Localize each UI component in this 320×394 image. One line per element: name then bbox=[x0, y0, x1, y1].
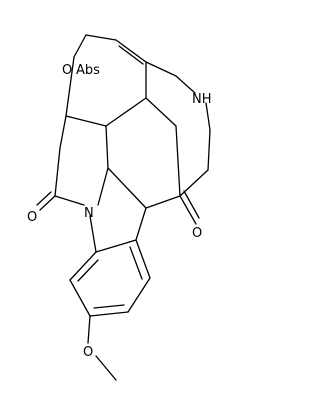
bond-nh-ch2 bbox=[205, 102, 211, 131]
bond-ch-quat bbox=[107, 167, 147, 209]
bond-ar-2 bbox=[135, 239, 151, 279]
bond-ch2-o bbox=[73, 34, 87, 58]
bond-ar-1 bbox=[95, 239, 137, 253]
bond-amide-c-n bbox=[54, 195, 85, 206]
bond-ar-6-inner bbox=[77, 259, 99, 282]
atom-abs-label: Abs bbox=[76, 63, 100, 78]
cage-bonds bbox=[36, 97, 200, 253]
bond-ch2-ch2-right bbox=[207, 129, 211, 171]
atom-labels: O Abs NH O O N O bbox=[27, 63, 212, 360]
bond-ar-4 bbox=[89, 311, 129, 317]
bond-quat-aryl bbox=[135, 207, 147, 241]
methoxy-bonds bbox=[87, 315, 117, 381]
bond-ch-ch2-mid bbox=[145, 97, 177, 127]
benzene-ring-bonds bbox=[69, 239, 151, 317]
bond-ar-4-inner bbox=[93, 304, 125, 309]
bond-ch-ch2-left bbox=[59, 115, 67, 149]
bond-ch-ch-left bbox=[65, 115, 107, 127]
bond-n-aryl bbox=[89, 215, 97, 253]
bond-ch-ch-top bbox=[105, 97, 147, 127]
bond-ch-c-double-inner bbox=[118, 45, 144, 65]
bond-ar-3 bbox=[127, 277, 151, 313]
atom-o-ether: O bbox=[62, 63, 72, 78]
bond-ch-ch-wedge bbox=[105, 125, 109, 169]
bond-ch2-amide-c bbox=[54, 147, 61, 197]
bond-c-ch2-right bbox=[145, 61, 177, 77]
atom-nh: NH bbox=[192, 92, 212, 107]
bond-ar-o-methoxy bbox=[87, 315, 91, 344]
atom-n-amide: N bbox=[84, 206, 94, 221]
atom-o-methoxy: O bbox=[83, 345, 93, 360]
bond-ketone-quat bbox=[145, 195, 181, 209]
bond-n-ch bbox=[97, 167, 109, 206]
bond-amide-c-o-2 bbox=[36, 191, 52, 206]
bond-ch2-nh bbox=[175, 75, 196, 94]
bond-ar-5 bbox=[69, 279, 91, 317]
bond-o-methyl bbox=[95, 355, 117, 381]
piperidine-ring-bonds bbox=[145, 61, 211, 197]
molecule-structure: O Abs NH O O N O bbox=[27, 34, 212, 381]
bond-c-ketone-o-1 bbox=[179, 195, 197, 225]
bond-ch2-ch bbox=[85, 34, 117, 41]
atom-o-amide: O bbox=[27, 210, 37, 225]
bond-o-ch bbox=[65, 56, 75, 117]
bond-ch-c-double bbox=[115, 39, 147, 63]
bond-ar-6 bbox=[69, 251, 97, 281]
atom-o-ketone: O bbox=[192, 226, 202, 241]
bond-c-ketone-o-2 bbox=[183, 190, 200, 219]
bond-ar-2-inner bbox=[129, 246, 143, 280]
ether-ring-bonds bbox=[65, 34, 147, 117]
bond-ch2-c-ketone bbox=[175, 125, 181, 197]
bond-amide-c-o-1 bbox=[39, 195, 56, 211]
